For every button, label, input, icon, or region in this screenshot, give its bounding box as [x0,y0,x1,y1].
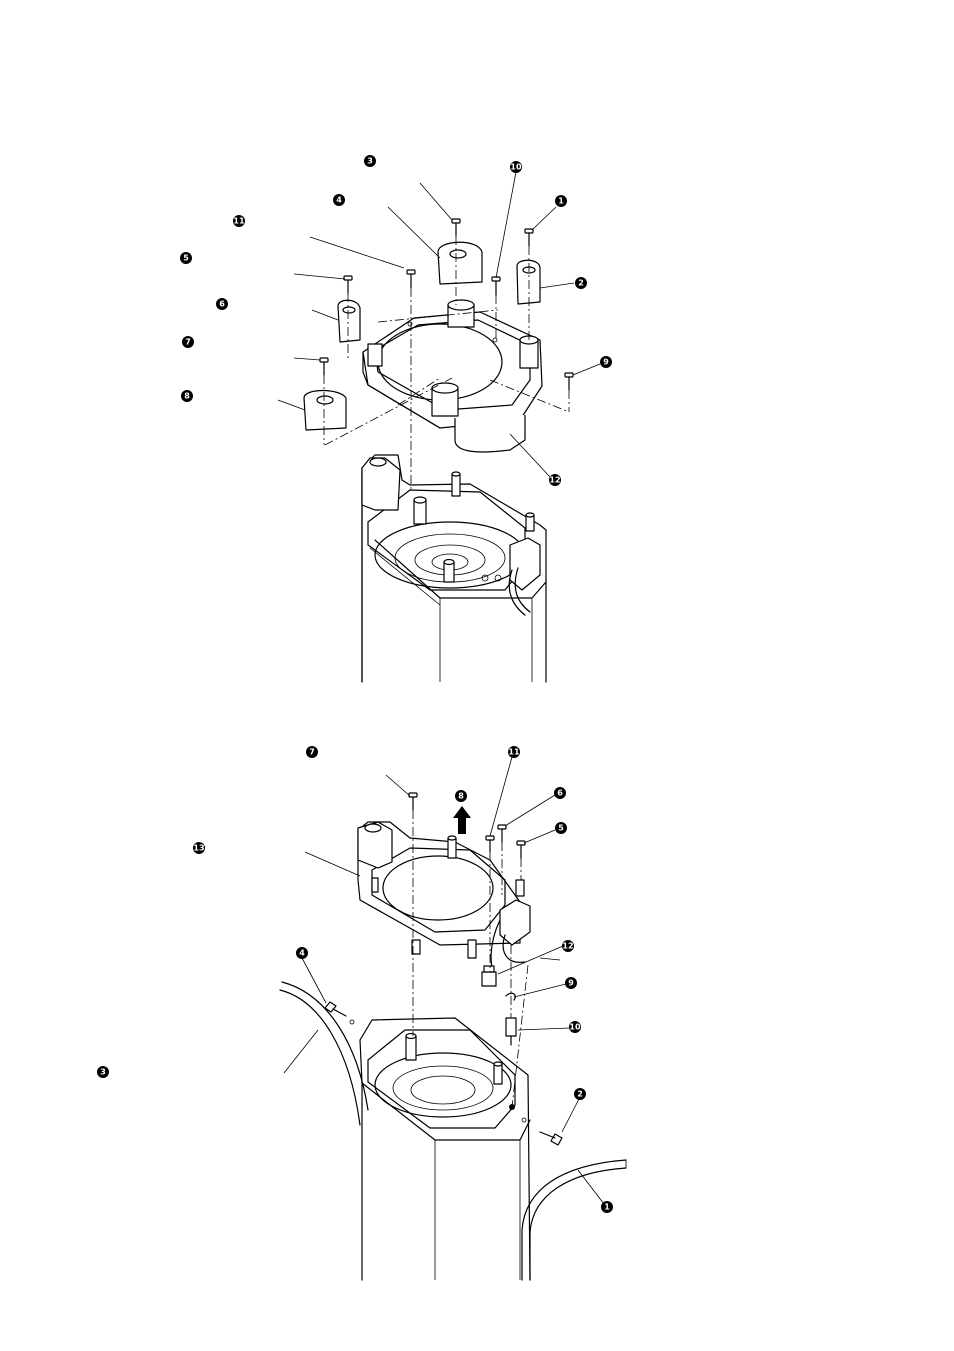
callout-11: 11 [508,746,520,758]
svg-text:5: 5 [558,824,564,833]
svg-text:10: 10 [510,163,522,172]
svg-text:7: 7 [185,338,191,347]
callout-9: 9 [600,356,612,368]
svg-text:4: 4 [336,196,342,205]
screw-icon [486,836,494,852]
screw-icon [565,373,573,390]
screw-icon [498,825,506,842]
svg-text:9: 9 [603,358,609,367]
callout-7: 7 [306,746,318,758]
callout-4: 4 [333,194,345,206]
callout-9: 9 [565,977,577,989]
lift-arrow-icon [453,806,471,834]
svg-text:13: 13 [193,844,204,853]
callout-3: 3 [364,155,376,167]
callout-10: 10 [510,161,522,173]
callout-10: 10 [569,1021,581,1033]
top-speaker-column [362,455,546,682]
svg-text:7: 7 [309,748,315,757]
svg-text:10: 10 [569,1023,581,1032]
svg-text:1: 1 [558,197,564,206]
svg-text:12: 12 [562,942,573,951]
bottom-figure: 1 2 3 4 5 6 7 8 9 10 11 12 13 [97,746,626,1280]
callout-2: 2 [575,277,587,289]
svg-text:5: 5 [183,254,189,263]
callout-7: 7 [182,336,194,348]
bottom-speaker-column [350,1018,530,1280]
callout-8: 8 [181,390,193,402]
screw-icon [492,277,500,295]
svg-text:4: 4 [299,949,305,958]
screw-icon [325,1002,346,1016]
screw-icon [525,229,533,246]
callout-5: 5 [180,252,192,264]
screw-icon [517,841,525,858]
svg-text:3: 3 [367,157,373,166]
screw-icon [409,793,417,810]
top-figure: 1 2 3 4 5 6 7 8 9 10 11 12 [180,155,612,682]
callout-5: 5 [555,822,567,834]
bottom-connectors [482,966,516,1045]
svg-text:6: 6 [219,300,225,309]
bottom-callouts: 1 2 3 4 5 6 7 8 9 10 11 12 13 [97,746,613,1213]
screw-icon [407,270,415,288]
callout-4: 4 [296,947,308,959]
callout-6: 6 [554,787,566,799]
screw-icon [344,276,352,293]
svg-text:2: 2 [578,279,584,288]
callout-1: 1 [601,1201,613,1213]
svg-text:6: 6 [557,789,563,798]
top-cover-plate [363,300,542,452]
bottom-lifted-tray [358,822,530,975]
screw-icon [540,1132,562,1145]
callout-13: 13 [193,842,205,854]
callout-8: 8 [455,790,467,802]
callout-12: 12 [562,940,574,952]
svg-text:11: 11 [508,748,520,757]
svg-text:8: 8 [458,792,464,801]
svg-text:8: 8 [184,392,190,401]
callout-3: 3 [97,1066,109,1078]
callout-2: 2 [574,1088,586,1100]
callout-11: 11 [233,215,245,227]
svg-text:9: 9 [568,979,574,988]
screw-icon [320,358,328,375]
callout-6: 6 [216,298,228,310]
callout-1: 1 [555,195,567,207]
svg-text:3: 3 [100,1068,106,1077]
screw-icon [452,219,460,236]
svg-text:11: 11 [233,217,245,226]
svg-text:1: 1 [604,1203,610,1212]
svg-text:2: 2 [577,1090,583,1099]
svg-text:12: 12 [549,476,560,485]
callout-12: 12 [549,474,561,486]
